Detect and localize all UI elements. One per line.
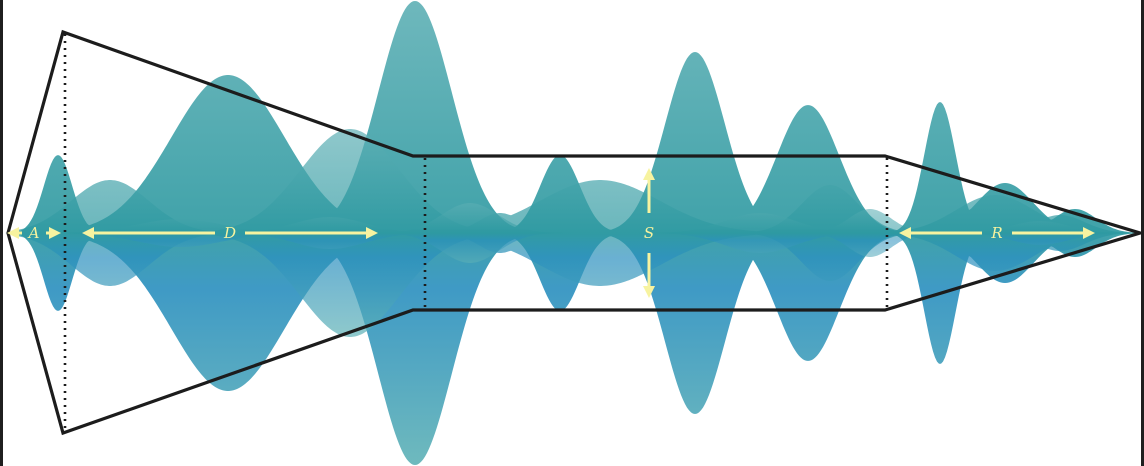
attack-label: A bbox=[27, 224, 40, 242]
waveform-layer-small bbox=[5, 203, 1139, 263]
waveform-layers bbox=[5, 1, 1139, 465]
decay-label: D bbox=[223, 224, 236, 242]
release-label: R bbox=[990, 224, 1002, 242]
frame-edge-right bbox=[1141, 0, 1144, 466]
sustain-label: S bbox=[644, 224, 654, 242]
envelope-outline bbox=[6, 29, 1144, 436]
frame-edge-left bbox=[0, 0, 3, 466]
